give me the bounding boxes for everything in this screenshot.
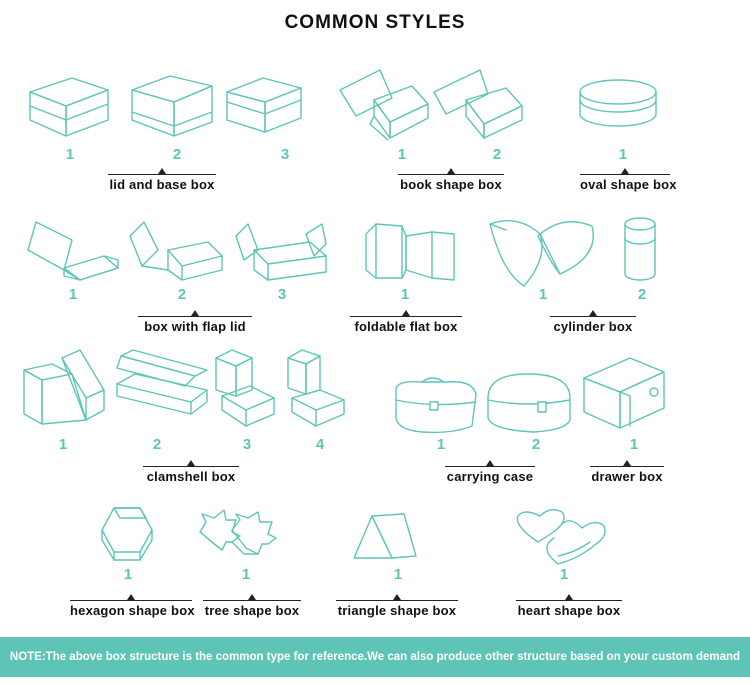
group-caption: cylinder box — [550, 310, 636, 336]
group-caption: drawer box — [590, 460, 664, 486]
flap-lid-box-icon — [26, 220, 122, 282]
foldable-box-icon — [362, 222, 458, 282]
number-label: 2 — [172, 146, 182, 163]
cylinder-box-icon — [488, 212, 604, 292]
number-label: 3 — [242, 436, 252, 453]
number-label: 1 — [123, 566, 133, 583]
note-banner: NOTE:The above box structure is the comm… — [0, 637, 750, 677]
book-box-icon — [432, 68, 524, 142]
group-caption: oval shape box — [580, 168, 677, 194]
tree-box-icon — [196, 508, 286, 560]
carrying-case-icon — [486, 372, 572, 434]
triangle-box-icon — [352, 512, 418, 564]
number-label: 1 — [629, 436, 639, 453]
group-caption: lid and base box — [108, 168, 216, 194]
lid-and-base-box-icon — [225, 74, 305, 136]
number-label: 1 — [68, 286, 78, 303]
number-label: 3 — [277, 286, 287, 303]
flap-lid-box-icon — [128, 220, 224, 282]
heart-box-icon — [510, 506, 610, 568]
clamshell-box-icon — [115, 349, 211, 418]
group-caption: box with flap lid — [138, 310, 252, 336]
group-caption: heart shape box — [516, 594, 622, 620]
number-label: 1 — [618, 146, 628, 163]
clamshell-box-icon — [20, 348, 106, 428]
group-caption: hexagon shape box — [70, 594, 195, 620]
number-label: 1 — [400, 286, 410, 303]
clamshell-box-icon — [286, 348, 348, 428]
lid-and-base-box-icon — [130, 72, 215, 140]
number-label: 1 — [436, 436, 446, 453]
group-caption: tree shape box — [203, 594, 301, 620]
number-label: 1 — [397, 146, 407, 163]
page-title: COMMON STYLES — [284, 12, 466, 33]
carrying-case-icon — [392, 372, 478, 434]
number-label: 2 — [492, 146, 502, 163]
flap-lid-box-icon — [234, 222, 330, 282]
number-label: 2 — [531, 436, 541, 453]
number-label: 1 — [393, 566, 403, 583]
number-label: 4 — [315, 436, 325, 453]
number-label: 2 — [152, 436, 162, 453]
number-label: 2 — [637, 286, 647, 303]
lid-and-base-box-icon — [28, 72, 113, 140]
number-label: 1 — [58, 436, 68, 453]
cylinder-box-icon — [623, 216, 659, 284]
group-caption: foldable flat box — [350, 310, 462, 336]
number-label: 1 — [538, 286, 548, 303]
group-caption: clamshell box — [143, 460, 239, 486]
number-label: 3 — [280, 146, 290, 163]
group-caption: book shape box — [398, 168, 504, 194]
group-caption: carrying case — [445, 460, 535, 486]
number-label: 1 — [65, 146, 75, 163]
drawer-box-icon — [582, 354, 668, 432]
clamshell-box-icon — [214, 348, 276, 428]
group-caption: triangle shape box — [336, 594, 458, 620]
number-label: 1 — [241, 566, 251, 583]
number-label: 1 — [559, 566, 569, 583]
number-label: 2 — [177, 286, 187, 303]
book-box-icon — [338, 68, 430, 142]
oval-box-icon — [578, 78, 660, 134]
hexagon-box-icon — [98, 506, 154, 562]
